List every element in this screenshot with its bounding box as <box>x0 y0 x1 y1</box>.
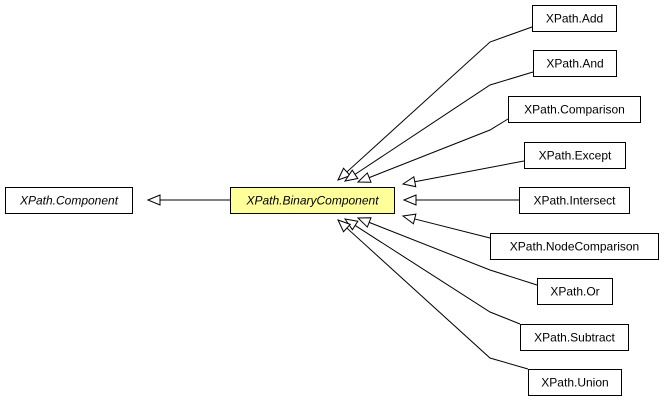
class-node-union[interactable]: XPath.Union <box>528 369 622 396</box>
inheritance-arrow-icon <box>401 176 417 188</box>
class-box <box>528 369 622 396</box>
class-box <box>533 50 617 77</box>
class-label: XPath.Subtract <box>534 331 615 345</box>
edge-line <box>368 118 509 179</box>
class-node-intersect[interactable]: XPath.Intersect <box>519 187 630 214</box>
class-box <box>520 324 629 351</box>
class-label: XPath.NodeComparison <box>510 240 639 254</box>
edge-line <box>354 225 521 325</box>
inheritance-arrow-icon <box>401 213 417 225</box>
inheritance-arrow-icon <box>402 194 417 206</box>
class-label: XPath.Component <box>19 194 119 208</box>
class-node-binary[interactable]: XPath.BinaryComponent <box>230 187 395 214</box>
edge-line <box>354 71 534 175</box>
inheritance-arrow-icon <box>356 217 372 228</box>
inheritance-arrow-icon <box>356 172 372 183</box>
edge-line <box>414 160 525 183</box>
edge-and-to-binary <box>343 71 534 182</box>
class-node-except[interactable]: XPath.Except <box>524 142 626 169</box>
class-node-nodecomparison[interactable]: XPath.NodeComparison <box>490 233 659 260</box>
class-node-and[interactable]: XPath.And <box>533 50 617 77</box>
class-label: XPath.Union <box>541 376 608 390</box>
edge-line <box>368 221 538 286</box>
class-node-comparison[interactable]: XPath.Comparison <box>508 96 641 123</box>
class-box <box>490 233 659 260</box>
edge-line <box>346 26 533 173</box>
class-label: XPath.Add <box>546 12 603 26</box>
class-node-subtract[interactable]: XPath.Subtract <box>520 324 629 351</box>
inheritance-arrow-icon <box>337 219 352 233</box>
class-node-or[interactable]: XPath.Or <box>537 278 613 305</box>
edge-line <box>346 227 529 370</box>
class-box <box>524 142 626 169</box>
inheritance-arrow-icon <box>146 194 161 206</box>
class-box <box>532 5 617 32</box>
class-label: XPath.And <box>546 57 603 71</box>
edges <box>146 26 538 370</box>
class-box <box>537 278 613 305</box>
edge-nodecomparison-to-binary <box>401 213 491 239</box>
edge-line <box>414 218 491 239</box>
edge-add-to-binary <box>337 26 533 181</box>
edge-union-to-binary <box>337 219 529 370</box>
class-label: XPath.BinaryComponent <box>245 194 379 208</box>
edge-intersect-to-binary <box>402 194 519 206</box>
class-label: XPath.Except <box>539 149 612 163</box>
class-label: XPath.Comparison <box>524 103 625 117</box>
class-node-component[interactable]: XPath.Component <box>5 187 133 214</box>
class-label: XPath.Or <box>550 285 599 299</box>
inheritance-arrow-icon <box>337 167 352 181</box>
class-box <box>230 187 395 214</box>
inheritance-arrow-icon <box>343 169 359 182</box>
edge-or-to-binary <box>356 217 538 286</box>
class-label: XPath.Intersect <box>533 194 616 208</box>
edge-except-to-binary <box>401 160 525 188</box>
class-node-add[interactable]: XPath.Add <box>532 5 617 32</box>
edge-binary-to-component <box>146 194 230 206</box>
class-box <box>519 187 630 214</box>
class-box <box>508 96 641 123</box>
class-box <box>5 187 133 214</box>
edge-comparison-to-binary <box>356 118 509 183</box>
